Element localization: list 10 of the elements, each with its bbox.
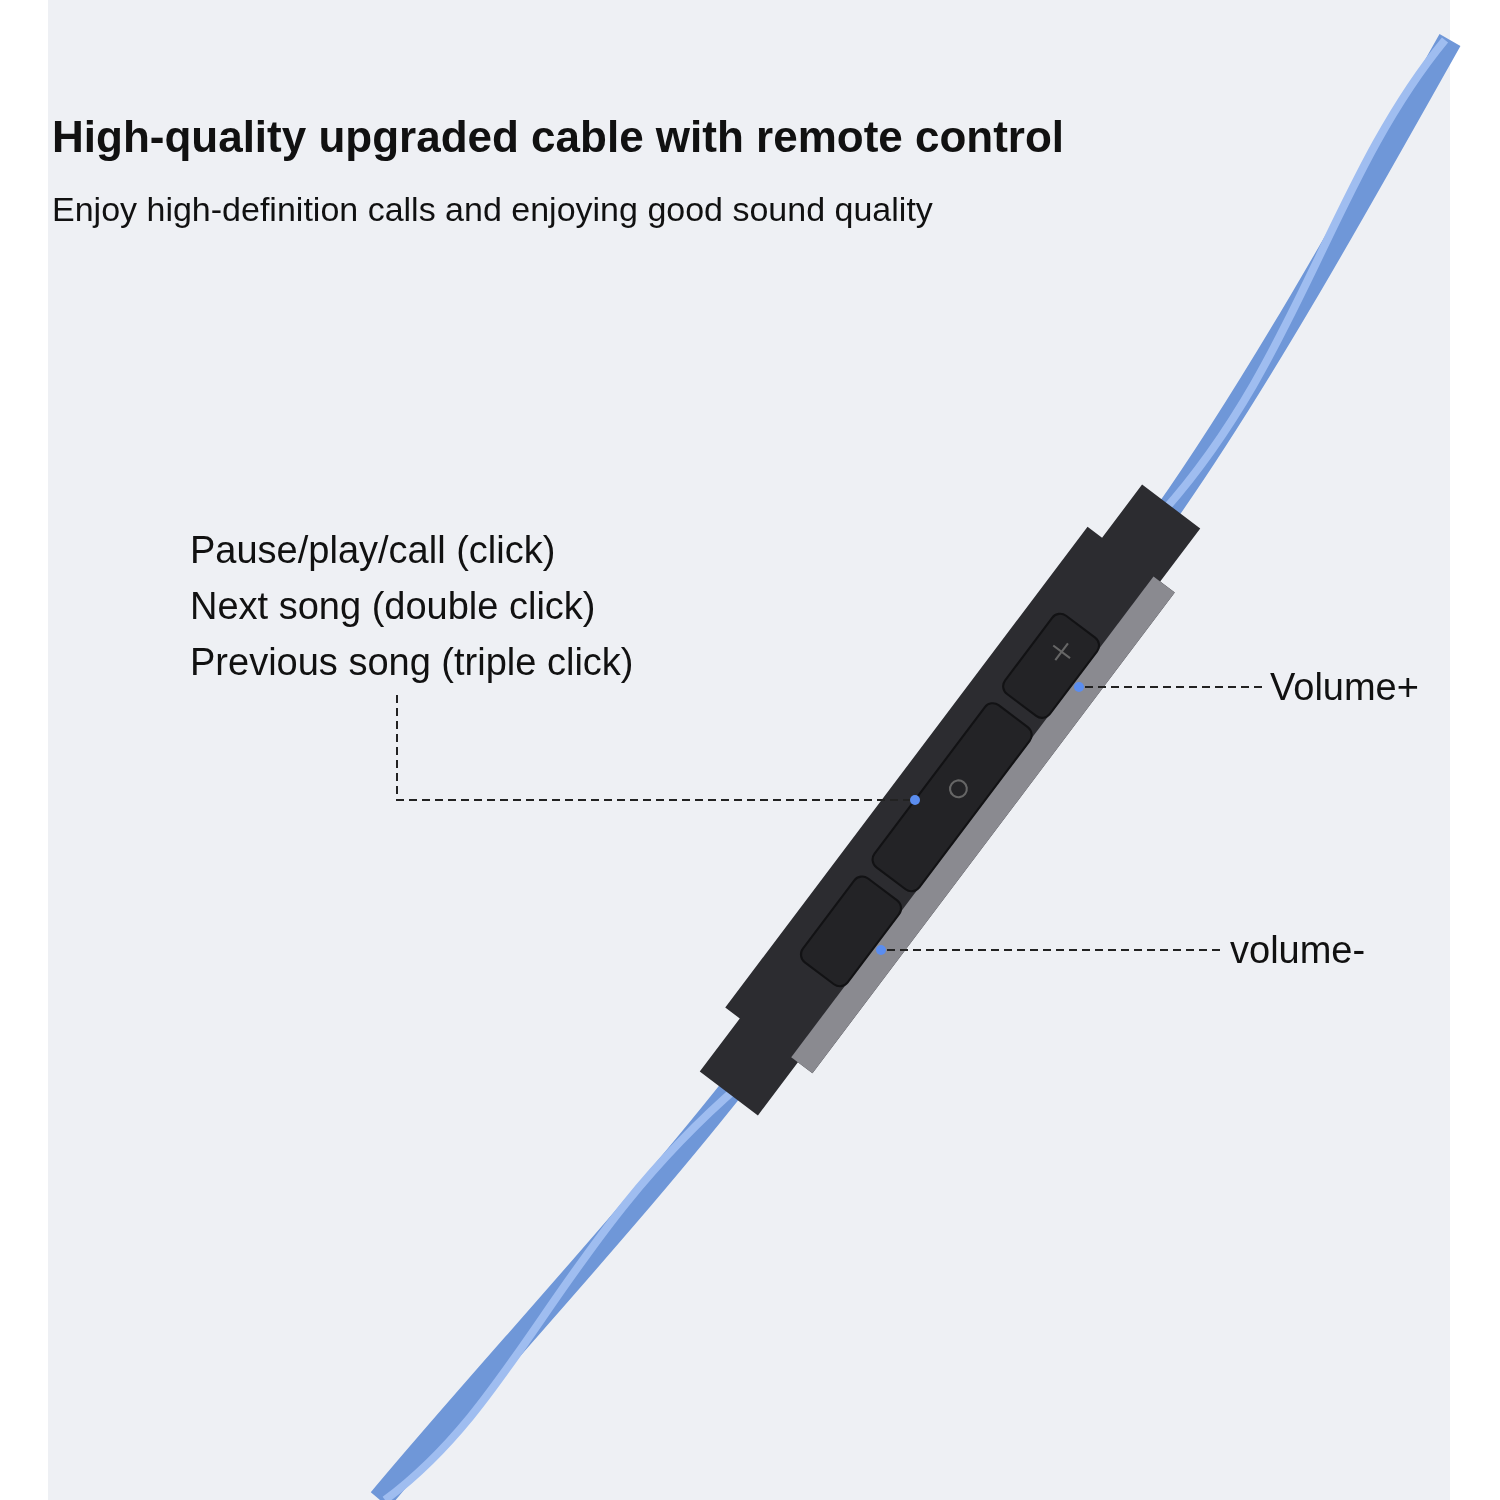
leader-line <box>1074 682 1263 692</box>
callout-label: volume- <box>1230 928 1366 973</box>
control-instruction: Pause/play/call (click) <box>190 528 556 573</box>
leader-line <box>396 694 920 805</box>
leader-line <box>876 945 1221 955</box>
callout-label: Volume+ <box>1270 665 1419 710</box>
control-instruction: Next song (double click) <box>190 584 596 629</box>
title: High-quality upgraded cable with remote control <box>52 112 1065 162</box>
control-instruction: Previous song (triple click) <box>190 640 634 685</box>
subtitle: Enjoy high-definition calls and enjoying good sound quality <box>52 190 933 229</box>
